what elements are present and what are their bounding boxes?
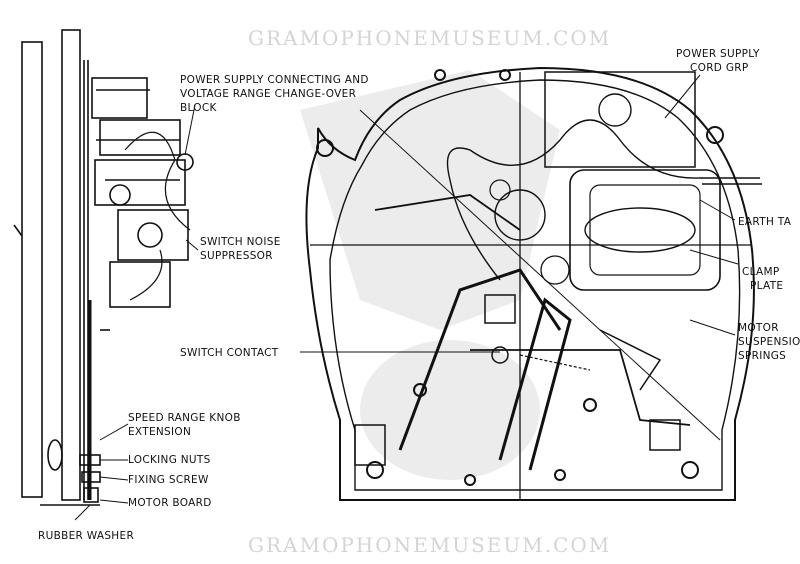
label-power-supply-block-line2: VOLTAGE RANGE CHANGE-OVER (180, 88, 357, 100)
label-motor-springs-line3: SPRINGS (738, 350, 787, 362)
label-earth-tag: EARTH TA (738, 216, 792, 228)
label-motor-springs-line1: MOTOR (738, 322, 779, 334)
plan-view-leaders (300, 74, 739, 353)
label-fixing-screw: FIXING SCREW (128, 474, 209, 486)
watermark-bottom: GRAMOPHONEMUSEUM.COM (248, 533, 612, 557)
label-clamp-plate-line1: CLAMP (742, 266, 780, 278)
label-rubber-washer: RUBBER WASHER (38, 530, 135, 542)
power-cable (446, 119, 762, 281)
label-speed-range-line2: EXTENSION (128, 426, 192, 438)
label-clamp-plate-line2: PLATE (750, 280, 784, 292)
label-switch-contact: SWITCH CONTACT (180, 347, 279, 359)
label-switch-noise-line1: SWITCH NOISE (200, 236, 281, 248)
label-power-supply-block-line3: BLOCK (180, 102, 217, 114)
side-view-leaders (74, 104, 199, 521)
label-locking-nuts: LOCKING NUTS (128, 454, 211, 466)
watermark-top: GRAMOPHONEMUSEUM.COM (248, 26, 612, 50)
horn-watermark (300, 70, 560, 480)
label-speed-range-line1: SPEED RANGE KNOB (128, 412, 241, 424)
label-power-cord-grip-line1: POWER SUPPLY (676, 48, 760, 60)
label-motor-springs-line2: SUSPENSIO (738, 336, 800, 348)
label-switch-noise-line2: SUPPRESSOR (200, 250, 273, 262)
label-power-supply-block-line1: POWER SUPPLY CONNECTING AND (180, 74, 369, 86)
label-power-cord-grip-line2: CORD GRP (690, 62, 749, 74)
label-motor-board: MOTOR BOARD (128, 497, 212, 509)
